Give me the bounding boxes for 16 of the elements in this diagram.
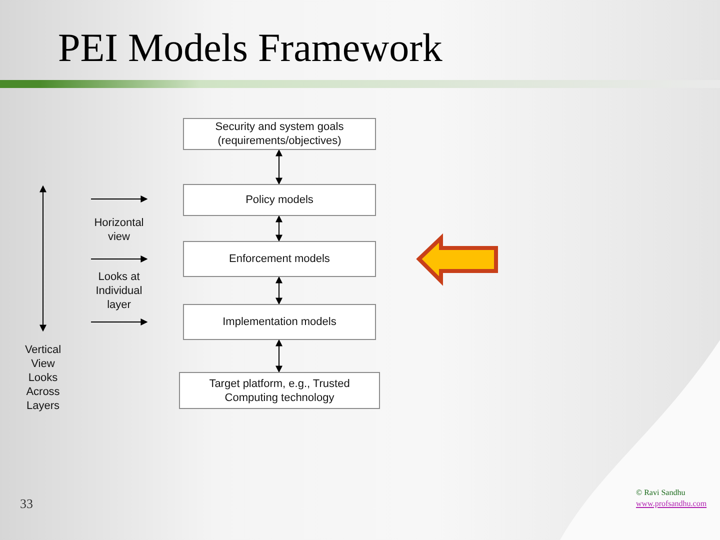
process-box: Enforcement models xyxy=(183,241,376,277)
double-arrow xyxy=(276,339,282,373)
double-arrow xyxy=(276,215,282,242)
double-arrow xyxy=(276,276,282,305)
title: PEI Models Framework xyxy=(58,24,442,71)
copyright-note: © Ravi Sandhu xyxy=(636,488,686,497)
web-link: www.profsandhu.com xyxy=(636,499,707,508)
side-label: Vertical View Looks Across Layers xyxy=(24,343,62,413)
process-box: Implementation models xyxy=(183,304,376,340)
side-label: Looks at Individual layer xyxy=(94,270,144,312)
slide-number: 33 xyxy=(20,496,33,512)
process-box: Target platform, e.g., Trusted Computing technology xyxy=(179,372,380,409)
side-label: Horizontal view xyxy=(93,216,145,244)
double-arrow xyxy=(276,149,282,185)
process-box: Policy models xyxy=(183,184,376,216)
process-box: Security and system goals (requirements/objectives) xyxy=(183,118,376,150)
